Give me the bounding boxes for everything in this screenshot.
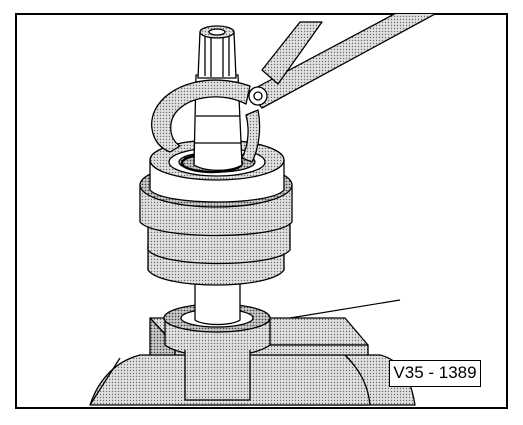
shaft-lower: [194, 279, 241, 326]
pliers: [151, 14, 437, 163]
pointer-line: [289, 299, 401, 319]
figure-label: V35 - 1389: [389, 360, 481, 387]
